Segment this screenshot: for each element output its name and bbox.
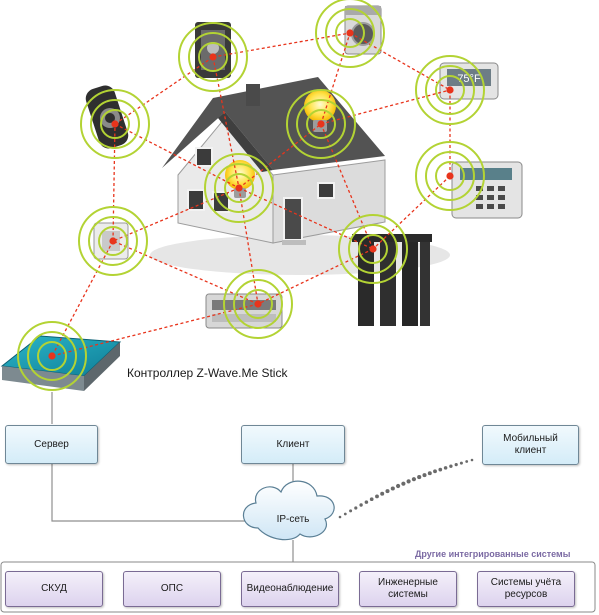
sensor-panel-node-ring — [223, 269, 293, 339]
sensor-panel-node-dot — [254, 300, 262, 308]
door-lock-node-ring — [198, 42, 228, 72]
wireless-dot — [459, 461, 463, 465]
door-lock-node-ring — [178, 22, 248, 92]
wireless-dot — [401, 481, 406, 486]
wireless-dot — [343, 512, 347, 516]
wall-switch-node-dot — [109, 237, 117, 245]
wireless-link-dots — [338, 458, 474, 519]
wireless-dot — [380, 491, 385, 496]
wireless-dot — [454, 463, 458, 467]
washing-machine-node-ring — [325, 8, 375, 58]
wireless-dot — [385, 489, 390, 494]
wireless-dot — [438, 467, 443, 472]
ceiling-light-node-ring — [286, 89, 356, 159]
integrated-systems-title: Другие интегрированные системы — [415, 549, 571, 559]
keypad-node-ring — [425, 151, 475, 201]
engineering-systems: Инженерные системы — [359, 571, 457, 607]
key-fob-node-dot — [111, 120, 119, 128]
access-control-system: СКУД — [5, 571, 103, 607]
lamp-node-ring — [224, 173, 254, 203]
wireless-dot — [417, 475, 422, 480]
wireless-dot — [427, 471, 432, 476]
thermostat-device: 75°F — [439, 62, 499, 100]
wall-switch-node-ring — [78, 206, 148, 276]
washing-machine-node-ring — [315, 0, 385, 68]
wireless-dot — [359, 503, 363, 507]
key-fob-node-ring — [100, 109, 130, 139]
wireless-dot — [465, 460, 469, 463]
resource-metering-systems: Системы учёта ресурсов — [477, 571, 575, 607]
wireless-dot — [411, 477, 416, 482]
wireless-dot — [443, 466, 448, 470]
thermostat-node-ring — [435, 75, 465, 105]
wireless-dot — [422, 473, 427, 478]
mobile-client-node: Мобильный клиент — [482, 425, 579, 465]
controller-node-dot — [48, 352, 56, 360]
lamp-node-ring — [204, 153, 274, 223]
blinds-node-dot — [369, 245, 377, 253]
ceiling-light-node-ring — [296, 99, 346, 149]
ip-network-cloud: IP-сеть — [242, 480, 335, 541]
controller-node-ring — [27, 331, 77, 381]
controller-node-ring — [37, 341, 67, 371]
blinds-node-ring — [338, 214, 408, 284]
lamp-node-ring — [214, 163, 264, 213]
door-lock-node-ring — [188, 32, 238, 82]
wireless-dot — [338, 515, 342, 519]
washing-machine-node-ring — [335, 18, 365, 48]
key-fob-node-ring — [90, 99, 140, 149]
wall-switch-node-ring — [98, 226, 128, 256]
client-node: Клиент — [241, 425, 345, 464]
controller-node-ring — [17, 321, 87, 391]
ip-network-label: IP-сеть — [277, 514, 310, 525]
ceiling-light-node-dot — [317, 120, 325, 128]
wireless-dot — [406, 479, 411, 484]
wireless-dot — [390, 486, 395, 491]
lamp-node-dot — [235, 184, 243, 192]
controller-label: Контроллер Z-Wave.Me Stick — [127, 366, 288, 380]
wireless-dot — [375, 494, 379, 499]
video-surveillance-system: Видеонаблюдение — [241, 571, 339, 607]
keypad-node-ring — [435, 161, 465, 191]
wireless-dot — [449, 464, 453, 468]
thermostat-node-ring — [415, 55, 485, 125]
key-fob-device — [85, 85, 129, 149]
ceiling-light-node-ring — [306, 109, 336, 139]
blinds-node-ring — [348, 224, 398, 274]
washing-machine-node-dot — [346, 29, 354, 37]
sensor-panel-node-ring — [243, 289, 273, 319]
wireless-dot — [396, 483, 401, 489]
door-lock-node-dot — [209, 53, 217, 61]
signal-rings — [17, 0, 485, 391]
key-fob-node-ring — [80, 89, 150, 159]
wireless-dot — [369, 497, 374, 502]
thermostat-reading: 75°F — [457, 73, 481, 85]
wireless-dot — [470, 458, 474, 462]
sensor-panel-node-ring — [233, 279, 283, 329]
server-node: Сервер — [5, 425, 98, 464]
wireless-dot — [354, 506, 358, 510]
blinds-node-ring — [358, 234, 388, 264]
keypad-node-ring — [415, 141, 485, 211]
door-lock-device — [195, 22, 231, 78]
network-links — [51, 392, 294, 562]
wall-switch-node-ring — [88, 216, 138, 266]
wireless-dot — [433, 469, 437, 474]
keypad-node-dot — [446, 172, 454, 180]
node-dots — [48, 29, 454, 360]
thermostat-node-dot — [446, 86, 454, 94]
house-illustration — [150, 77, 450, 275]
fire-security-alarm-system: ОПС — [123, 571, 221, 607]
window-blinds-device — [352, 234, 432, 326]
wireless-dot — [349, 509, 353, 513]
wireless-dot — [364, 500, 369, 504]
thermostat-node-ring — [425, 65, 475, 115]
